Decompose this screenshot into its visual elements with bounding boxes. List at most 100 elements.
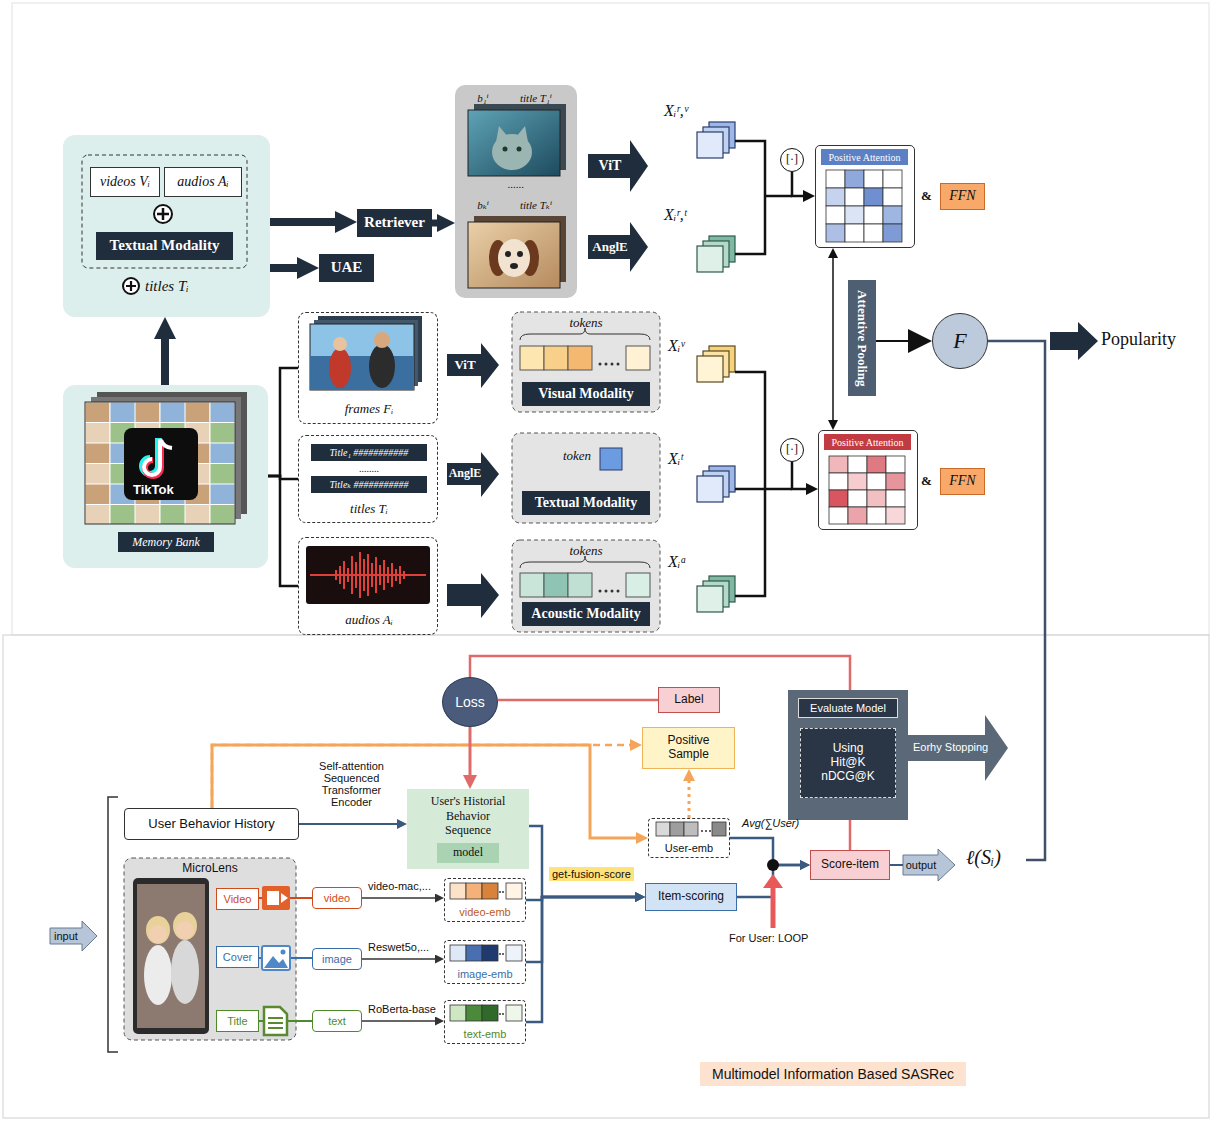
- node-text: Attentive Pooling: [855, 290, 870, 386]
- free-label: Popularity: [1101, 329, 1176, 350]
- node-text: titles Tᵢ: [145, 276, 255, 296]
- node-text: Positive Attention: [821, 149, 908, 165]
- node-text: ViT: [588, 154, 632, 178]
- node-text: title Tₖⁱ: [501, 196, 571, 214]
- free-label: Xᵢᵛ: [668, 337, 685, 355]
- retrieved-panel: b₁ⁱtitle T₁ⁱ......bₖⁱtitle Tₖⁱ: [455, 85, 577, 298]
- connector: [792, 462, 810, 489]
- node-text: Loss: [455, 694, 485, 710]
- node-text: Acoustic Modality: [522, 602, 650, 626]
- node-text: image-emb: [445, 966, 525, 981]
- input-panel: titles Tᵢ videos Vᵢ audios Aᵢ Textual Modal…: [63, 135, 270, 317]
- node-text: User Behavior History: [148, 817, 274, 832]
- node-text: audios Aᵢ: [177, 174, 228, 190]
- free-label: &: [921, 188, 932, 204]
- connector: [849, 820, 852, 850]
- node-text: audios Aᵢ: [329, 610, 409, 630]
- connector: [792, 172, 807, 196]
- concat-circle: [·]: [780, 438, 804, 462]
- connector: [161, 332, 169, 385]
- connector: [362, 1020, 438, 1022]
- evaluate-panel: Evaluate ModelUsingHit@KnDCG@K: [788, 690, 908, 820]
- node-text: text: [328, 1015, 346, 1028]
- ffn-box: FFN: [940, 468, 985, 495]
- connector: [270, 264, 304, 272]
- source-box: Title: [216, 1010, 259, 1032]
- connector: [469, 727, 472, 779]
- encoder-arrow: AnglE: [588, 222, 648, 272]
- scoring-box: Item-scoring: [645, 883, 737, 911]
- edge-label: video-mac,...: [366, 880, 433, 892]
- connector: [299, 823, 400, 825]
- node-text: ........: [339, 462, 399, 474]
- connector: [432, 220, 442, 227]
- retriever-box: Retriever: [357, 209, 432, 237]
- node-text: Score-item: [821, 858, 879, 872]
- modality-tag: video: [312, 887, 362, 909]
- sample-box: Positive Sample: [642, 727, 735, 769]
- free-label: Eorhy Stopping: [913, 741, 988, 753]
- free-label: &: [921, 473, 932, 489]
- node-text: output: [903, 857, 939, 873]
- node-text: frames Fᵢ: [329, 399, 409, 419]
- node-text: image: [322, 953, 352, 966]
- fusion-circle: F: [932, 313, 988, 369]
- node-text: Label: [674, 693, 703, 707]
- node-text: Positive Attention: [824, 434, 911, 450]
- modality-box: audios Aᵢ: [164, 167, 242, 197]
- node-text: Video: [224, 893, 252, 906]
- node-text: F: [953, 328, 966, 353]
- node-text: Hit@K: [831, 756, 866, 770]
- concat-circle: [·]: [780, 148, 804, 172]
- modality-label: Textual Modality: [96, 232, 233, 260]
- node-text: User's Historial Behavior Sequence: [423, 793, 513, 839]
- connector: [498, 699, 658, 702]
- node-text: FFN: [949, 473, 975, 489]
- connector: [526, 897, 638, 1022]
- encoder-arrow: ViT: [447, 343, 499, 388]
- node-text: bₖⁱ: [469, 196, 497, 214]
- node-text: [·]: [786, 153, 798, 167]
- node-text: UAE: [331, 259, 363, 276]
- free-label: Xᵢᵗ: [668, 450, 683, 468]
- input-arrow: input: [50, 921, 97, 951]
- token-panel: tokensAcoustic Modality: [512, 540, 660, 632]
- uae-box: UAE: [319, 254, 374, 282]
- node-text: Visual Modality: [522, 382, 650, 406]
- audios-box: audios Aᵢ: [298, 537, 438, 635]
- source-box: Video: [216, 888, 259, 910]
- free-label: Multimodel Information Based SASRec: [700, 1062, 966, 1086]
- node-text: MicroLens: [124, 860, 296, 876]
- sequence-panel: User's Historial Behavior Sequence model: [407, 789, 529, 869]
- node-text: title T₁ⁱ: [501, 89, 571, 107]
- node-text: ViT: [447, 354, 483, 376]
- free-label: Self-attention Sequenced Transformer Enc…: [304, 760, 399, 808]
- node-text: Title: [227, 1015, 247, 1028]
- node-text: Retriever: [364, 214, 425, 231]
- node-text: Memory Bank: [118, 532, 214, 552]
- connector: [832, 255, 834, 423]
- attention-box: Positive Attention: [818, 430, 918, 530]
- node-text: Cover: [223, 951, 252, 964]
- connector: [730, 838, 803, 865]
- connector: [268, 368, 298, 476]
- node-text: video-emb: [445, 904, 525, 919]
- connector: [270, 218, 342, 226]
- edge-label: get-fusion-score: [549, 867, 634, 881]
- connector: [362, 897, 438, 899]
- connector: [362, 958, 438, 960]
- token-panel: tokenTextual Modality: [512, 433, 660, 523]
- embedding-box: User-emb: [648, 818, 730, 858]
- node-text: model: [453, 846, 483, 860]
- node-text: Evaluate Model: [798, 698, 898, 718]
- edge-label: RoBerta-base: [366, 1003, 438, 1015]
- modality-tag: image: [312, 948, 362, 970]
- modality-box: videos Vᵢ: [90, 167, 160, 197]
- node-text: text-emb: [445, 1026, 525, 1041]
- node-text: AnglE: [588, 235, 632, 259]
- source-box: Cover: [216, 946, 259, 968]
- node-text: FFN: [949, 188, 975, 204]
- connector: [470, 656, 850, 690]
- history-box: User Behavior History: [124, 808, 299, 840]
- free-label: Xᵢʳ,ᵛ: [664, 102, 688, 120]
